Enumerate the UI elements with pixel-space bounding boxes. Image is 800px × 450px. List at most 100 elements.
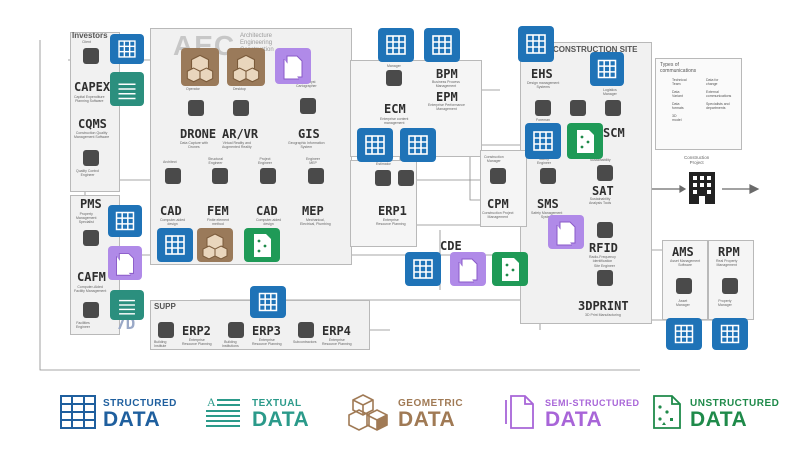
- erp2-label: ERP2: [182, 324, 211, 338]
- ecm-label: ECM: [384, 102, 406, 116]
- cde-label: CDE: [440, 239, 462, 253]
- structured-data-tile: [590, 52, 624, 86]
- structured-data-tile: [110, 34, 144, 64]
- semi-structured-data-icon: [505, 395, 534, 429]
- gis-sub: Geographic Information System: [288, 141, 325, 149]
- unstructured-data-tile: [244, 228, 280, 262]
- erp1-label: ERP1: [378, 204, 407, 218]
- cad1-label: CAD: [160, 204, 182, 218]
- site-engineer-avatar: [597, 270, 613, 286]
- cafm-label: CAFM: [77, 270, 106, 284]
- arvr-role: Desktop: [233, 87, 246, 91]
- semi-structured-data-tile: [548, 215, 584, 249]
- structured-data-tile: [157, 228, 193, 262]
- rpm-role: Property Manager: [718, 299, 732, 307]
- capex-label: CAPEX: [74, 80, 111, 94]
- construction-project-label: Construction Project: [684, 155, 710, 165]
- semi-structured-data-tile: [108, 246, 142, 280]
- legend-structured-data: DATA: [103, 408, 161, 431]
- legend-semi-structured-label: SEMI-STRUCTURED: [545, 398, 640, 408]
- fem-role: Structural Engineer: [208, 157, 223, 165]
- scm-label: SCM: [603, 126, 625, 140]
- bpm-sub: Business Process Management: [432, 80, 460, 88]
- ecm-sub: Enterprise content management: [380, 117, 409, 125]
- ecm-role: Manager: [387, 64, 401, 68]
- sustainability-avatar: [597, 165, 613, 181]
- drone-sub: Data Capture with Drones: [180, 141, 209, 149]
- unstructured-data-icon: [653, 395, 681, 429]
- textual-data-tile: [110, 72, 144, 106]
- pms-role: Property Management Specialist: [76, 212, 97, 224]
- drone-label: DRONE: [180, 127, 217, 141]
- mep-sub: Mechanical, Electrical, Plumbing: [300, 218, 331, 226]
- cqms-sub: Construction Quality Management Software: [74, 131, 110, 139]
- erp4-label: ERP4: [322, 324, 351, 338]
- rfid-label: RFID: [589, 241, 618, 255]
- safety-engineer-avatar: [540, 168, 556, 184]
- gis-label: GIS: [298, 127, 320, 141]
- textual-data-icon: A: [206, 395, 240, 427]
- ams-role: Asset Manager: [676, 299, 690, 307]
- suppliers-title: SUPP: [154, 302, 176, 311]
- ehs-sub: Design management Systems: [527, 81, 560, 89]
- sat-label: SAT: [592, 184, 614, 198]
- drone-operator-avatar: [188, 100, 204, 116]
- ams-sub: Asset Management Software: [670, 259, 701, 267]
- communications-item: 3D model: [672, 114, 682, 122]
- construction-site-zone: [520, 42, 652, 324]
- architect-avatar: [165, 168, 181, 184]
- erp3-sub: Enterprise Resource Planning: [252, 338, 282, 346]
- ams-label: AMS: [672, 245, 694, 259]
- structured-data-icon: [60, 395, 96, 429]
- investors-title: Investors: [72, 31, 108, 40]
- legend-textual-label: TEXTUAL: [252, 398, 302, 409]
- gis-analyst-avatar: [300, 98, 316, 114]
- unstructured-data-tile: [492, 252, 528, 286]
- structured-data-tile: [357, 128, 393, 162]
- textual-data-tile: [110, 290, 144, 320]
- epm-label: EPM: [436, 90, 458, 104]
- semi-structured-data-tile: [450, 252, 486, 286]
- arvr-label: AR/VR: [222, 127, 259, 141]
- asset-manager-avatar: [676, 278, 692, 294]
- mep-engineer-avatar: [308, 168, 324, 184]
- structured-data-tile: [518, 26, 554, 62]
- print3d-label: 3DPRINT: [578, 299, 629, 313]
- bpm-label: BPM: [436, 67, 458, 81]
- print3d-role: Site Engineer: [594, 264, 616, 268]
- communications-item: Data for change: [706, 78, 719, 86]
- cpm-role: Construction Manager: [484, 155, 504, 163]
- erp4-sub: Enterprise Resource Planning: [322, 338, 352, 346]
- structured-data-tile: [108, 205, 142, 237]
- cpm-label: CPM: [487, 197, 509, 211]
- svg-text:A: A: [207, 395, 216, 409]
- geometric-data-tile: [227, 48, 265, 86]
- erp1-sub: Enterprise Resource Planning: [376, 218, 406, 226]
- structured-data-tile: [666, 318, 702, 350]
- arvr-avatar: [233, 100, 249, 116]
- sms-role: Safety Engineer: [537, 157, 552, 165]
- project-engineer-avatar: [260, 168, 276, 184]
- drone-role: Operator: [186, 87, 200, 91]
- fem-sub: Finite element method: [207, 218, 229, 226]
- manager-avatar: [386, 70, 402, 86]
- structural-engineer-avatar: [212, 168, 228, 184]
- capex-sub: Capital Expenditure Planning Software: [74, 95, 105, 103]
- geometric-data-tile: [181, 48, 219, 86]
- structured-data-tile: [405, 252, 441, 286]
- structured-data-tile: [525, 123, 561, 159]
- print3d-sub: 3D Print Manufacturing: [585, 313, 621, 317]
- rfid-sub: Radio-Frequency Identification: [589, 255, 616, 263]
- sat-role: Sustainability: [590, 158, 611, 162]
- pms-label: PMS: [80, 197, 102, 211]
- erp3-role: Building Institutions: [222, 340, 239, 348]
- sms-label: SMS: [537, 197, 559, 211]
- facilities-engineer-avatar: [83, 302, 99, 318]
- cad2-sub: Computer-aided design: [256, 218, 282, 226]
- cad1-sub: Computer-aided design: [160, 218, 186, 226]
- legend-textual-data: DATA: [252, 408, 310, 431]
- building-institutions-avatar: [228, 322, 244, 338]
- structured-data-tile: [712, 318, 748, 350]
- erp1-role: Estimator: [376, 162, 391, 166]
- cafm-sub: Computer-Aided Facility Management: [74, 285, 107, 293]
